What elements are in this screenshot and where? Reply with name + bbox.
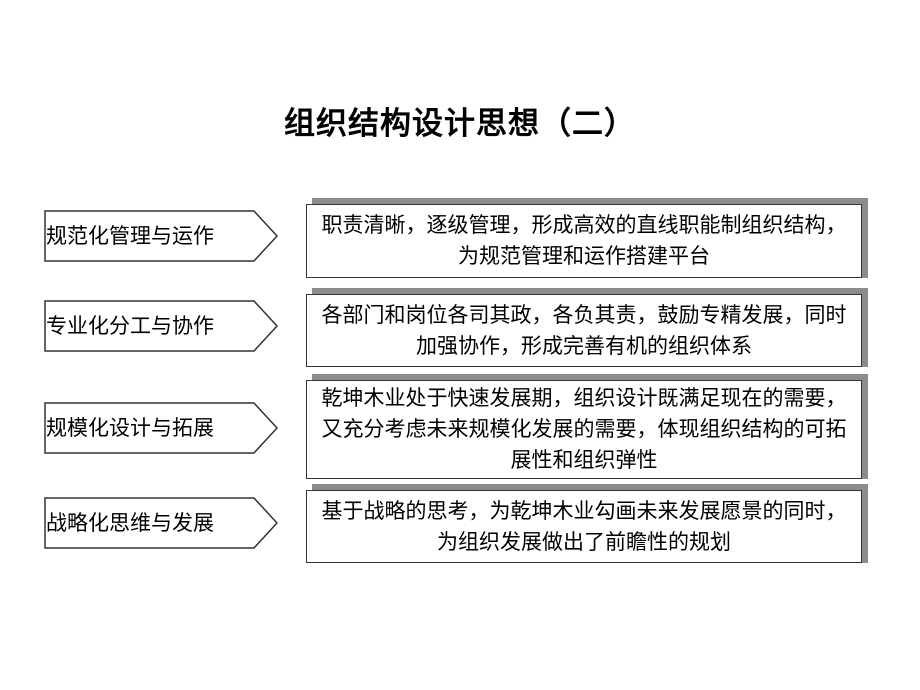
principle-label: 规范化管理与运作 bbox=[46, 224, 214, 248]
principle-label-arrow: 专业化分工与协作 bbox=[44, 300, 278, 352]
principle-label: 规模化设计与拓展 bbox=[46, 416, 214, 440]
principle-label-arrow: 规模化设计与拓展 bbox=[44, 402, 278, 454]
principle-description: 基于战略的思考，为乾坤木业勾画未来发展愿景的同时，为组织发展做出了前瞻性的规划 bbox=[306, 490, 862, 563]
arrow-shape-icon bbox=[44, 402, 278, 454]
principle-label-arrow: 战略化思维与发展 bbox=[44, 497, 278, 549]
principle-label: 专业化分工与协作 bbox=[46, 314, 214, 338]
arrow-shape-icon bbox=[44, 300, 278, 352]
principle-description: 各部门和岗位各司其政，各负其责，鼓励专精发展，同时加强协作，形成完善有机的组织体… bbox=[306, 294, 862, 367]
principle-description: 职责清晰，逐级管理，形成高效的直线职能制组织结构，为规范管理和运作搭建平台 bbox=[306, 204, 862, 278]
principle-label-arrow: 规范化管理与运作 bbox=[44, 210, 278, 262]
arrow-shape-icon bbox=[44, 497, 278, 549]
principle-label: 战略化思维与发展 bbox=[46, 511, 214, 535]
principle-description: 乾坤木业处于快速发展期，组织设计既满足现在的需要，又充分考虑未来规模化发展的需要… bbox=[306, 380, 862, 479]
arrow-shape-icon bbox=[44, 210, 278, 262]
slide-title: 组织结构设计思想（二） bbox=[284, 106, 636, 142]
